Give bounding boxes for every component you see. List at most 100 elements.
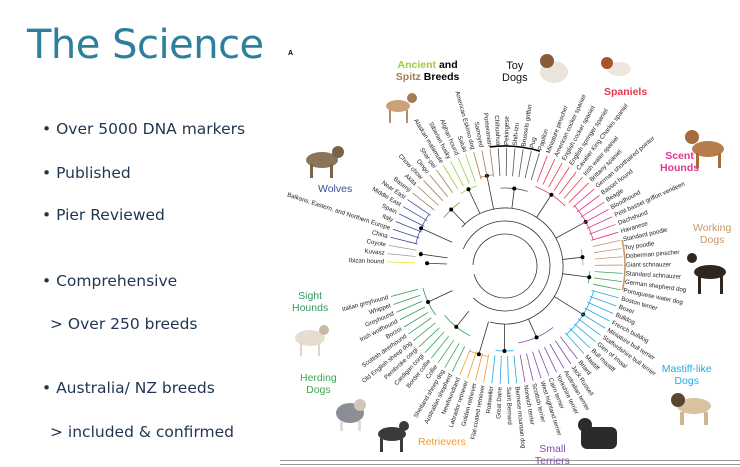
tree-branch <box>403 312 429 328</box>
tree-branch <box>399 306 426 321</box>
collie-photo <box>336 399 366 431</box>
tree-backbone-arc <box>462 220 551 312</box>
tree-branch <box>499 355 502 384</box>
tree-branch <box>429 174 448 197</box>
breed-label: Pekingese <box>503 116 510 146</box>
breed-label: Italy <box>381 213 395 224</box>
tree-branch <box>532 351 542 379</box>
tree-branch <box>594 256 623 260</box>
tree-branch <box>524 150 532 179</box>
tree-branch <box>569 328 591 349</box>
clade-stem <box>536 194 552 218</box>
label-toy-dogs: Dogs <box>502 72 528 84</box>
tree-branch <box>390 236 418 245</box>
bootstrap-node-dot <box>419 226 424 231</box>
bootstrap-node-dot <box>476 352 481 357</box>
tree-branch <box>512 148 516 177</box>
tree-branch <box>526 353 534 381</box>
label-breeds: Breeds <box>420 71 460 84</box>
breed-label: Great Dane <box>495 386 503 419</box>
label-herding-dogs: Dogs <box>306 384 331 396</box>
label-small: Small <box>539 442 566 455</box>
tree-branch <box>507 355 509 384</box>
tree-branch <box>580 201 605 218</box>
tree-branch <box>424 331 445 353</box>
clade-stem <box>427 262 448 265</box>
tree-branch <box>412 192 435 211</box>
tree-branch <box>513 355 518 384</box>
working-clade-bracket <box>621 239 626 291</box>
tree-branch <box>423 180 444 202</box>
tree-branch <box>387 253 416 257</box>
tree-branch <box>519 354 526 383</box>
tree-backbone-arc <box>472 233 538 299</box>
tree-branch <box>549 343 565 369</box>
tree-branch <box>558 171 577 195</box>
clade-stem <box>562 273 590 278</box>
bootstrap-node-dot <box>466 187 471 192</box>
tree-branch <box>589 224 616 235</box>
tree-branch <box>388 244 417 251</box>
label-scent: Scent <box>665 150 694 162</box>
tree-branch <box>573 323 596 343</box>
tree-branch <box>577 318 601 336</box>
group-label-retrievers: Retrievers <box>418 436 466 448</box>
tree-branch <box>475 353 483 381</box>
tree-branch <box>568 182 589 203</box>
breed-label: Coyote <box>366 238 387 248</box>
group-label-spaniels: Spaniels <box>604 86 648 98</box>
tree-branch <box>572 188 595 208</box>
bloodhound-photo <box>685 130 724 168</box>
breed-label: Shih-tzu <box>512 122 521 146</box>
clade-stem <box>478 321 489 355</box>
label-spitz: Spitz <box>395 71 421 84</box>
tree-branch <box>457 157 470 184</box>
clade-stem <box>427 290 453 303</box>
cavalier-photo <box>601 57 631 76</box>
tree-branch <box>396 300 423 313</box>
tree-branch <box>450 161 464 187</box>
breed-label: Rottweiler <box>485 386 495 414</box>
tree-branch <box>543 346 557 373</box>
tree-branch <box>459 348 471 376</box>
breed-label: China <box>371 229 389 240</box>
tree-branch <box>591 231 619 241</box>
bullet-included-confirmed: > included & confirmed <box>50 423 235 441</box>
tree-branch <box>451 346 466 372</box>
label-sight: Sight <box>298 290 323 302</box>
tree-branch <box>437 339 455 364</box>
tree-branch <box>589 296 617 307</box>
tree-branch <box>587 301 614 314</box>
label-and: and <box>436 59 458 72</box>
clade-stem <box>554 296 584 315</box>
tree-branch <box>418 327 440 348</box>
borzoi-photo <box>295 325 329 356</box>
tree-backbone-arc <box>461 207 564 325</box>
clade-stem <box>511 188 515 209</box>
tree-branch <box>586 216 613 229</box>
bootstrap-node-dot <box>426 300 431 305</box>
tree-branch <box>593 283 621 291</box>
clade-stem <box>555 221 586 239</box>
tree-branch <box>417 186 439 206</box>
breed-label: Balkans, Eastern, and Northern Europe <box>286 192 391 232</box>
slide-divider <box>280 460 740 465</box>
label-working-dogs: Dogs <box>699 234 725 246</box>
tree-branch <box>542 158 556 185</box>
label-toy: Toy <box>506 60 524 72</box>
clade-stem <box>528 318 537 338</box>
basenji-photo <box>386 93 417 123</box>
tree-branch <box>465 154 476 182</box>
tree-branch <box>560 336 578 360</box>
label-sight-hounds: Hounds <box>292 302 329 314</box>
tree-branch <box>536 155 548 183</box>
tree-branch <box>581 313 606 329</box>
tree-branch <box>444 343 460 368</box>
